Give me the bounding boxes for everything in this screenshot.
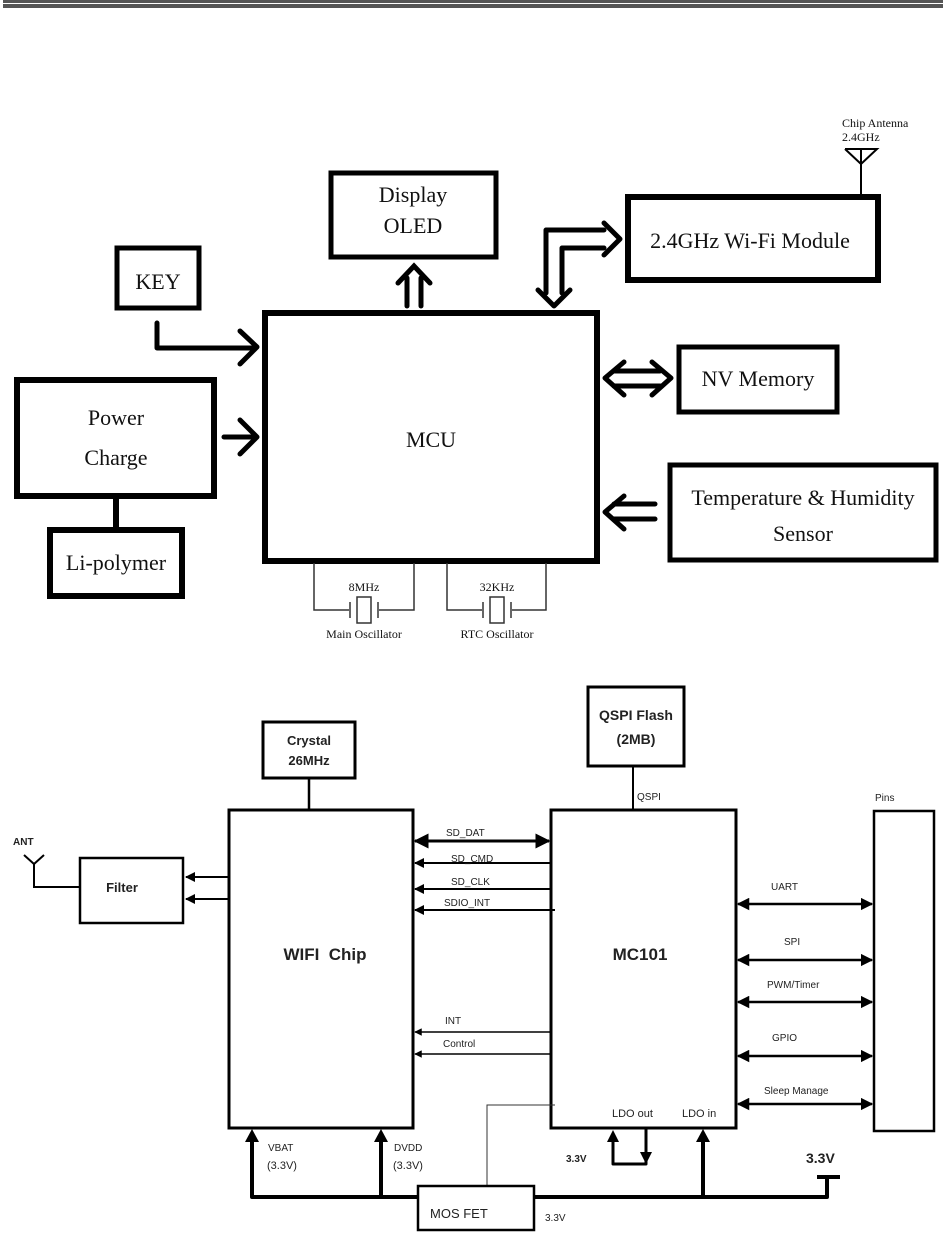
diagram-1: Display OLED 2.4GHz Wi-Fi Module Chip An… [14,116,939,641]
block-wifi-chip: WIFI Chip [227,808,415,1130]
qspi-bus-label: QSPI [637,792,661,803]
supply-voltage-label: 3.3V [806,1150,835,1166]
ldo-voltage-label: 3.3V [566,1154,587,1165]
mcu-label: MCU [406,427,456,452]
mosfet-label: MOS FET [430,1206,488,1221]
key-label: KEY [135,269,180,294]
mosfet-voltage-label: 3.3V [545,1213,566,1224]
arrow-power-to-mcu [221,417,260,457]
control-bus [414,1028,551,1058]
ldo-loop-up-arrowhead [607,1130,619,1142]
rtc-oscillator [446,563,547,624]
pwm-timer-label: PWM/Timer [767,980,820,991]
mc101-label: MC101 [613,945,668,964]
sdio-bus [413,833,555,915]
mosfet-control-line [486,1104,555,1186]
dvdd-label-1: DVDD [394,1143,422,1154]
block-key: KEY [114,245,202,311]
power-arrowheads-wifi [245,1129,388,1142]
power-charge-label-1: Power [88,405,145,430]
ldo-loop-down-arrowhead [640,1152,652,1164]
sensor-label-1: Temperature & Humidity [691,485,914,510]
dvdd-label-2: (3.3V) [393,1160,423,1172]
crystal-label-1: Crystal [287,733,331,748]
block-qspi-flash: QSPI Flash (2MB) [586,685,686,768]
pins-label: Pins [875,793,894,804]
spi-label: SPI [784,937,800,948]
int-label: INT [445,1016,461,1027]
ldo-in-label: LDO in [682,1108,716,1120]
block-mosfet: MOS FET [416,1184,536,1232]
sd-dat-label: SD_DAT [446,828,485,839]
arrow-mcu-wifi-bidirectional [535,220,623,309]
sd-clk-label: SD_CLK [451,877,490,888]
block-wifi-module: 2.4GHz Wi-Fi Module [625,194,881,283]
nv-memory-label: NV Memory [702,366,815,391]
vbat-label-2: (3.3V) [267,1160,297,1172]
sleep-manage-label: Sleep Manage [764,1086,829,1097]
arrow-key-to-mcu [154,320,260,367]
ant-label: ANT [13,837,34,848]
block-display-oled: Display OLED [328,170,499,260]
qspi-flash-label-1: QSPI Flash [599,707,673,723]
main-osc-freq: 8MHz [349,580,380,594]
vbat-label-1: VBAT [268,1143,293,1154]
sdio-int-label: SDIO_INT [444,898,490,909]
display-label-1: Display [379,182,447,207]
ldo-out-loop [611,1128,648,1166]
block-nv-memory: NV Memory [676,344,840,415]
wifi-chip-label: WIFI Chip [283,945,366,964]
block-pins: Pins [872,793,936,1133]
arrows-wifi-to-filter [185,872,229,904]
antenna-label-1: Chip Antenna [842,116,909,130]
gpio-label: GPIO [772,1033,797,1044]
power-charge-label-2: Charge [84,445,147,470]
block-temp-humidity-sensor: Temperature & Humidity Sensor [667,462,939,563]
qspi-flash-label-2: (2MB) [617,731,656,747]
power-rail-mc101 [534,1133,840,1199]
main-oscillator [313,563,415,624]
wifi-module-label: 2.4GHz Wi-Fi Module [650,228,850,253]
sd-cmd-label: SD_CMD [451,854,493,865]
block-li-polymer: Li-polymer [47,527,185,599]
diagram-2: Crystal 26MHz QSPI Flash (2MB) QSPI WIFI… [13,685,936,1232]
li-polymer-label: Li-polymer [66,550,167,575]
arrow-mcu-nv-bidirectional [602,359,674,398]
uart-label: UART [771,882,798,893]
sensor-label-2: Sensor [773,521,834,546]
crystal-label-2: 26MHz [288,753,330,768]
rtc-osc-name: RTC Oscillator [461,627,534,641]
arrow-mcu-to-display [395,262,433,309]
main-osc-name: Main Oscillator [326,627,402,641]
block-filter: Filter [78,856,185,925]
ldo-out-label: LDO out [612,1108,653,1120]
rtc-osc-freq: 32KHz [480,580,515,594]
filter-label: Filter [106,880,138,895]
block-mc101: MC101 LDO out LDO in [549,808,738,1130]
header-rule-bottom [3,4,943,8]
power-rail-wifi [250,1133,418,1199]
arrow-sensor-to-mcu [602,493,658,532]
control-label: Control [443,1039,475,1050]
block-power-charge: Power Charge [14,377,217,499]
ant-antenna-icon [23,854,80,888]
antenna-label-2: 2.4GHz [842,130,880,144]
display-label-2: OLED [384,213,443,238]
block-mcu: MCU [262,310,600,564]
ldo-in-arrowhead [696,1129,710,1142]
peripheral-bus [736,897,874,1111]
block-crystal: Crystal 26MHz [261,720,357,780]
chip-antenna-icon [844,148,880,197]
header-rule-top [3,0,943,3]
